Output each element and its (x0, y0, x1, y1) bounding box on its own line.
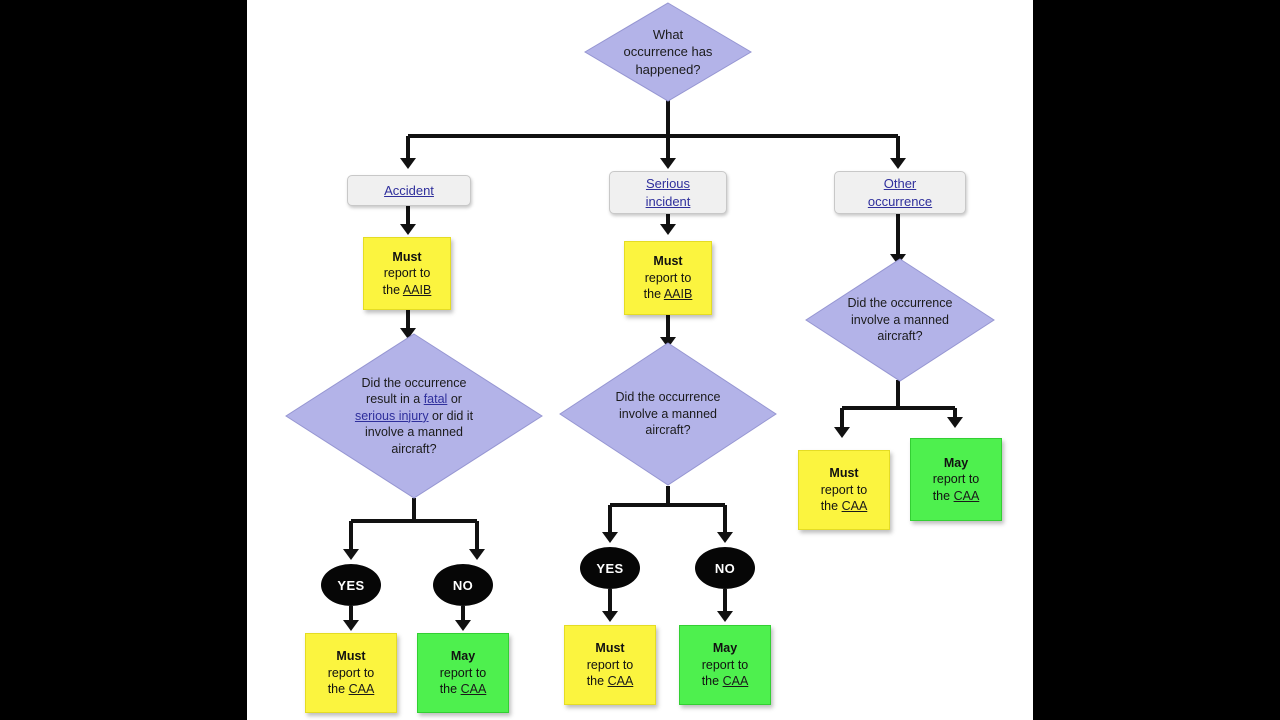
the-label: the (643, 287, 662, 302)
accident-link-text[interactable]: Accident (384, 182, 434, 198)
decision3-line2: involve a manned (851, 312, 949, 327)
report-to-label: report to (439, 665, 487, 680)
decision2-line2: involve a manned (619, 406, 717, 421)
diamond-shape-start (584, 2, 752, 102)
caa-link[interactable]: CAA (841, 499, 868, 514)
branch-link-other-occurrence[interactable]: Other occurrence (834, 171, 966, 214)
the-label: the (327, 682, 346, 697)
may-label: May (943, 455, 969, 470)
caa-link[interactable]: CAA (953, 488, 980, 503)
decision-start-line2: occurrence has (623, 44, 713, 60)
must-label: Must (392, 249, 422, 264)
aaib-link[interactable]: AAIB (663, 287, 693, 302)
no-label: NO (714, 560, 736, 576)
decision1-line3-post: or did it (428, 408, 474, 423)
report-to-label: report to (644, 270, 692, 285)
the-label: the (382, 282, 401, 297)
serious-incident-link-line1[interactable]: Serious (645, 176, 691, 192)
caa-link[interactable]: CAA (460, 682, 487, 697)
decision1-line2-post: or (447, 392, 462, 407)
the-label: the (701, 674, 720, 689)
decision3-line3: aircraft? (877, 329, 923, 344)
yes-label: YES (596, 560, 624, 576)
flowchart-canvas: What occurrence has happened? Accident S… (247, 0, 1033, 720)
arrow-must-aaib-to-decision1 (400, 328, 416, 339)
arrow-decision1-no (469, 549, 485, 560)
action-must-report-aaib-serious[interactable]: Must report to the AAIB (624, 241, 712, 315)
serious-injury-link[interactable]: serious injury (354, 408, 429, 423)
the-label: the (439, 682, 458, 697)
decision-manned-aircraft-serious[interactable]: Did the occurrence involve a manned airc… (559, 342, 777, 486)
report-to-label: report to (701, 657, 749, 672)
decision2-line1: Did the occurrence (615, 390, 721, 405)
branch-link-serious-incident-box[interactable]: Serious incident (609, 171, 727, 214)
outcome-must-report-caa-other[interactable]: Must report to the CAA (798, 450, 890, 530)
may-label: May (712, 641, 738, 656)
arrow-decision2-no (717, 532, 733, 543)
action-must-report-aaib-accident[interactable]: Must report to the AAIB (363, 237, 451, 310)
answer-yes-serious[interactable]: YES (580, 547, 640, 589)
decision-start[interactable]: What occurrence has happened? (584, 2, 752, 102)
arrow-decision2-yes (602, 532, 618, 543)
serious-incident-link-line2[interactable]: incident (645, 193, 691, 209)
fatal-link[interactable]: fatal (423, 392, 448, 407)
arrow-decision3-to-must-caa (834, 427, 850, 438)
outcome-must-report-caa-accident-yes[interactable]: Must report to the CAA (305, 633, 397, 713)
caa-link[interactable]: CAA (722, 674, 749, 689)
outcome-must-report-caa-serious-yes[interactable]: Must report to the CAA (564, 625, 656, 705)
report-to-label: report to (586, 657, 634, 672)
report-to-label: report to (383, 266, 431, 281)
aaib-link[interactable]: AAIB (402, 282, 432, 297)
arrow-accident-to-must-aaib (400, 224, 416, 235)
decision3-line1: Did the occurrence (847, 296, 953, 311)
report-to-label: report to (820, 482, 868, 497)
diamond-shape-decision2 (559, 342, 777, 486)
answer-no-serious[interactable]: NO (695, 547, 755, 589)
decision1-line2-pre: result in a (366, 392, 424, 407)
decision-manned-aircraft-other[interactable]: Did the occurrence involve a manned airc… (805, 258, 995, 382)
the-label: the (932, 488, 951, 503)
outcome-may-report-caa-other[interactable]: May report to the CAA (910, 438, 1002, 521)
must-label: Must (829, 466, 859, 481)
must-label: Must (653, 254, 683, 269)
other-occurrence-link-line1[interactable]: Other (883, 176, 917, 192)
arrow-no1-to-may-caa (455, 620, 471, 631)
answer-yes-accident[interactable]: YES (321, 564, 381, 606)
arrow-to-other-occurrence (890, 158, 906, 169)
outcome-may-report-caa-serious-no[interactable]: May report to the CAA (679, 625, 771, 705)
arrow-decision1-yes (343, 549, 359, 560)
decision-start-line1: What (652, 27, 684, 43)
decision-fatal-or-serious-injury[interactable]: Did the occurrence result in a fatal or … (285, 333, 543, 499)
diamond-shape-decision3 (805, 258, 995, 382)
arrow-serious-to-must-aaib (660, 224, 676, 235)
decision1-line1: Did the occurrence (361, 375, 467, 390)
decision-start-line3: happened? (635, 61, 701, 77)
arrow-other-to-decision3 (890, 254, 906, 265)
decision2-line3: aircraft? (645, 423, 691, 438)
other-occurrence-link-line2[interactable]: occurrence (867, 193, 933, 209)
arrow-no2-to-may-caa (717, 611, 733, 622)
outcome-may-report-caa-accident-no[interactable]: May report to the CAA (417, 633, 509, 713)
diamond-shape-decision1 (285, 333, 543, 499)
must-label: Must (336, 649, 366, 664)
decision1-line5: aircraft? (391, 441, 437, 456)
report-to-label: report to (932, 472, 980, 487)
may-label: May (450, 649, 476, 664)
decision1-line4: involve a manned (365, 425, 463, 440)
caa-link[interactable]: CAA (607, 674, 634, 689)
arrow-yes1-to-must-caa (343, 620, 359, 631)
arrow-yes2-to-must-caa (602, 611, 618, 622)
the-label: the (820, 499, 839, 514)
arrow-decision3-to-may-caa (947, 417, 963, 428)
arrow-to-accident (400, 158, 416, 169)
yes-label: YES (337, 577, 365, 593)
caa-link[interactable]: CAA (348, 682, 375, 697)
no-label: NO (452, 577, 474, 593)
must-label: Must (595, 641, 625, 656)
the-label: the (586, 674, 605, 689)
branch-link-accident[interactable]: Accident (347, 175, 471, 206)
arrow-to-serious-incident (660, 158, 676, 169)
answer-no-accident[interactable]: NO (433, 564, 493, 606)
report-to-label: report to (327, 665, 375, 680)
